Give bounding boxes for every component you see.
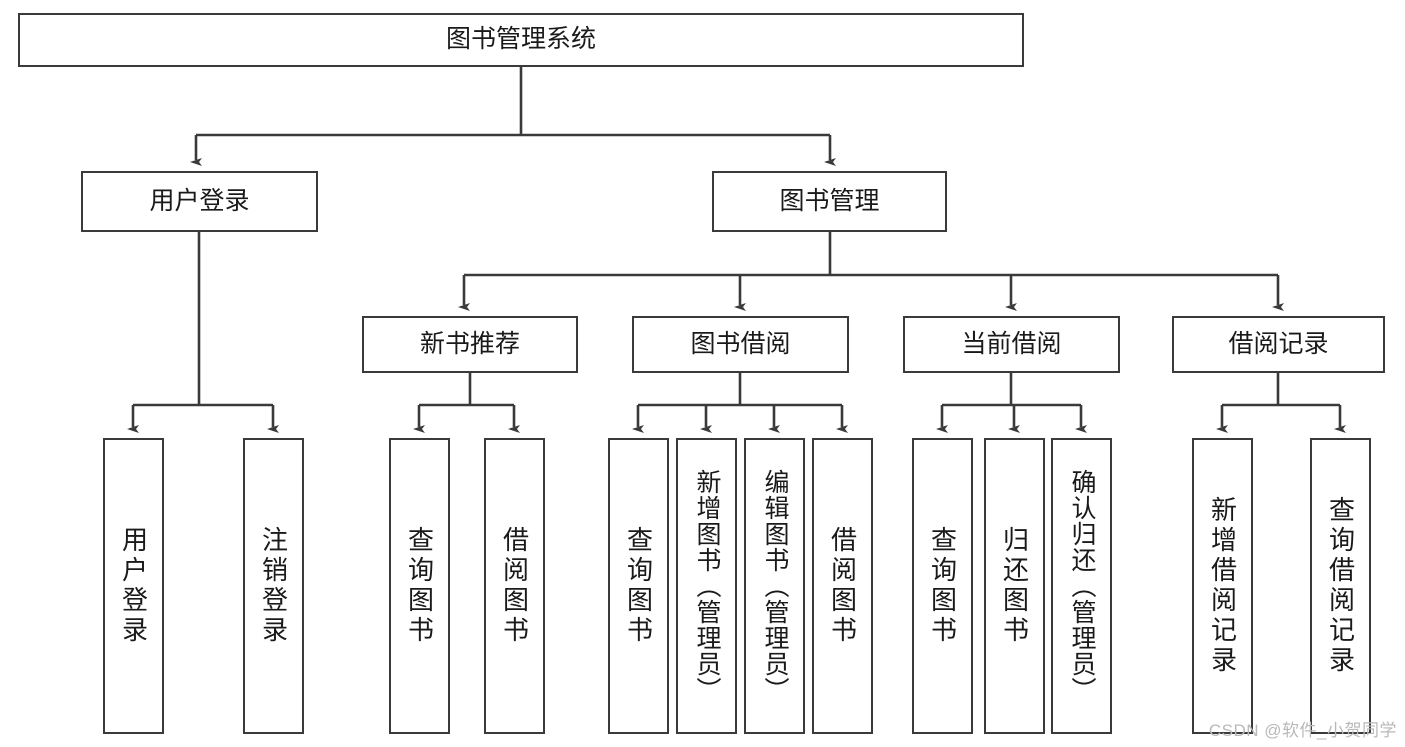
node-leaf-borrow-book-2[interactable]: 借阅图书 [812, 438, 873, 734]
node-label: 图书管理系统 [445, 25, 596, 54]
node-label: 新增图书（管理员） [693, 469, 721, 703]
node-label: 用户登录 [118, 526, 149, 646]
node-label: 查询图书 [927, 526, 958, 646]
node-label: 借阅记录 [1228, 329, 1329, 358]
node-leaf-add-book[interactable]: 新增图书（管理员） [676, 438, 737, 734]
node-root[interactable]: 图书管理系统 [18, 13, 1024, 67]
node-label: 图书管理 [779, 186, 880, 215]
node-leaf-logout[interactable]: 注销登录 [243, 438, 304, 734]
node-leaf-user-login[interactable]: 用户登录 [103, 438, 164, 734]
node-leaf-add-record[interactable]: 新增借阅记录 [1192, 438, 1253, 734]
node-label: 归还图书 [999, 526, 1030, 646]
node-label: 借阅图书 [499, 526, 530, 646]
node-current-borrow[interactable]: 当前借阅 [903, 316, 1120, 373]
csdn-watermark: CSDN @软件_小贺同学 [1208, 721, 1397, 740]
node-book-borrow[interactable]: 图书借阅 [632, 316, 849, 373]
node-label: 借阅图书 [827, 526, 858, 646]
node-label: 确认归还（管理员） [1068, 469, 1096, 703]
node-label: 新书推荐 [419, 329, 520, 358]
node-label: 查询图书 [404, 526, 435, 646]
node-leaf-query-book-3[interactable]: 查询图书 [912, 438, 973, 734]
node-label: 新增借阅记录 [1207, 496, 1238, 676]
node-label: 编辑图书（管理员） [761, 469, 789, 703]
node-label: 当前借阅 [961, 329, 1062, 358]
node-leaf-edit-book[interactable]: 编辑图书（管理员） [744, 438, 805, 734]
node-leaf-borrow-book-1[interactable]: 借阅图书 [484, 438, 545, 734]
node-label: 查询借阅记录 [1325, 496, 1356, 676]
node-leaf-query-record[interactable]: 查询借阅记录 [1310, 438, 1371, 734]
node-new-book-rec[interactable]: 新书推荐 [362, 316, 578, 373]
node-borrow-record[interactable]: 借阅记录 [1172, 316, 1385, 373]
node-leaf-query-book-1[interactable]: 查询图书 [389, 438, 450, 734]
node-leaf-query-book-2[interactable]: 查询图书 [608, 438, 669, 734]
node-leaf-return-book[interactable]: 归还图书 [984, 438, 1045, 734]
node-label: 用户登录 [149, 186, 250, 215]
node-label: 图书借阅 [690, 329, 791, 358]
node-leaf-confirm-return[interactable]: 确认归还（管理员） [1051, 438, 1112, 734]
node-label: 查询图书 [623, 526, 654, 646]
node-book-manage[interactable]: 图书管理 [712, 171, 947, 232]
node-user-login[interactable]: 用户登录 [81, 171, 318, 232]
node-label: 注销登录 [258, 526, 289, 646]
